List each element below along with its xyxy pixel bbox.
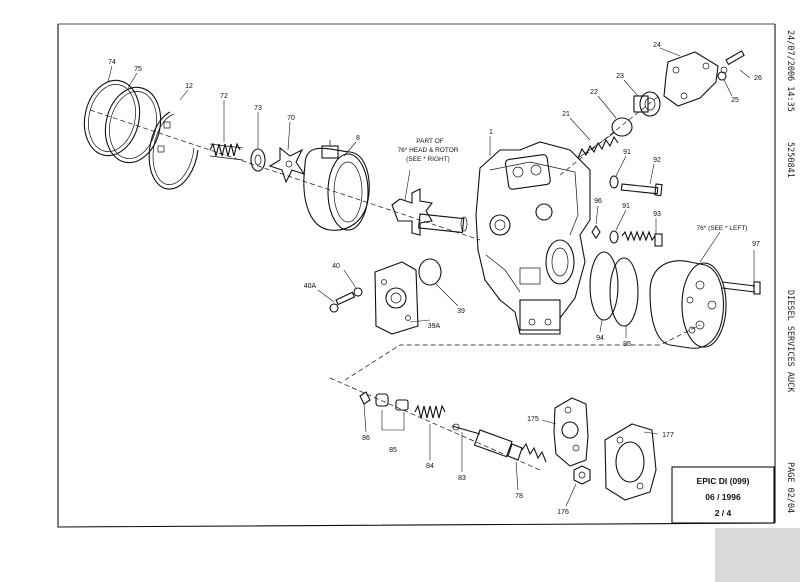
callout-39a: 39A [428, 323, 441, 330]
title-sheet: 2 / 4 [715, 508, 732, 518]
callout-97: 97 [752, 241, 760, 248]
callout-70: 70 [287, 115, 295, 122]
screw-26 [720, 50, 745, 74]
callout-40a: 40A [304, 283, 317, 290]
clip-86 [359, 391, 371, 405]
head-rotor-76 [649, 260, 727, 349]
note-head-rotor-line2: 76* HEAD & ROTOR [398, 147, 459, 154]
spring-21 [577, 132, 619, 159]
drawing-border [57, 24, 776, 528]
oring-94 [589, 251, 619, 321]
assembly-axis-bottom [329, 377, 541, 471]
callouts: 74 75 12 72 73 70 8 1 24 26 23 25 22 21 … [108, 42, 762, 516]
note-head-rotor: PART OF 76* HEAD & ROTOR (SEE * RIGHT) [398, 138, 459, 163]
assembly-axis-left [89, 109, 481, 241]
callout-12: 12 [185, 83, 193, 90]
sleeve-85 [375, 393, 409, 411]
callout-94: 94 [596, 335, 604, 342]
callout-91-lower: 91 [622, 203, 630, 210]
callout-74: 74 [108, 59, 116, 66]
callout-175: 175 [527, 416, 539, 423]
cover-24 [663, 51, 719, 107]
fax-sender: DIESEL SERVICES AUCK [785, 290, 795, 393]
note-head-rotor-line3: (SEE * RIGHT) [406, 156, 450, 163]
gasket-175 [553, 397, 589, 467]
washer-73 [250, 148, 266, 172]
plug-23 [633, 91, 661, 117]
circlip-12 [148, 111, 199, 190]
callout-21: 21 [562, 111, 570, 118]
fax-number: 5250841 [785, 142, 795, 178]
leader-lines [107, 47, 755, 507]
callout-26: 26 [754, 75, 762, 82]
callout-73: 73 [254, 105, 262, 112]
bolt-97 [721, 281, 761, 295]
callout-93: 93 [653, 211, 661, 218]
callout-39: 39 [457, 308, 465, 315]
assembly-axis-link [344, 324, 701, 381]
screw-40a [329, 291, 356, 313]
washer-40 [353, 287, 363, 297]
callout-8: 8 [356, 135, 360, 142]
spring-72 [209, 142, 244, 161]
rotor-shaft [391, 188, 468, 236]
callout-92: 92 [653, 157, 661, 164]
flange-39a [374, 261, 419, 335]
fax-datetime: 24/07/2006 14:35 [785, 30, 795, 112]
callout-176: 176 [557, 509, 569, 516]
oring-22 [611, 117, 633, 137]
assembly-axis-top [559, 94, 661, 176]
callout-75: 75 [134, 66, 142, 73]
callout-85: 85 [389, 447, 397, 454]
callout-96: 96 [594, 198, 602, 205]
note-head-rotor-line1: PART OF [416, 138, 443, 145]
callout-40: 40 [332, 263, 340, 270]
callout-22: 22 [590, 89, 598, 96]
title-block: EPIC DI (099) 06 / 1996 2 / 4 [671, 466, 775, 524]
valve-78 [473, 429, 547, 463]
plate-177 [604, 423, 657, 501]
callout-177: 177 [662, 432, 674, 439]
screw-93 [609, 230, 663, 247]
callout-23: 23 [616, 73, 624, 80]
callout-78: 78 [515, 493, 523, 500]
callout-24: 24 [653, 42, 661, 49]
spring-84 [414, 404, 446, 419]
fax-page: PAGE 02/04 [785, 462, 795, 513]
pin-83 [451, 423, 481, 435]
screw-92 [609, 175, 663, 197]
washer-25 [717, 71, 727, 81]
clip-96 [591, 225, 601, 239]
ring-74 [83, 79, 141, 157]
callout-84: 84 [426, 463, 434, 470]
cam-ring-8 [303, 140, 370, 231]
oring-39 [418, 258, 442, 286]
pump-body-1 [475, 141, 591, 335]
callout-91-upper: 91 [623, 149, 631, 156]
callout-25: 25 [731, 97, 739, 104]
callout-86: 86 [362, 435, 370, 442]
title-model: EPIC DI (099) [697, 476, 750, 486]
oring-95 [609, 257, 639, 327]
cross-plate-70 [268, 146, 306, 184]
note-see-left: 76* (SEE * LEFT) [697, 225, 748, 232]
title-date: 06 / 1996 [705, 492, 741, 502]
callout-1: 1 [489, 129, 493, 136]
nut-176 [573, 465, 591, 485]
callout-95: 95 [623, 341, 631, 348]
fax-scan-shadow [715, 528, 800, 582]
callout-72: 72 [220, 93, 228, 100]
callout-83: 83 [458, 475, 466, 482]
